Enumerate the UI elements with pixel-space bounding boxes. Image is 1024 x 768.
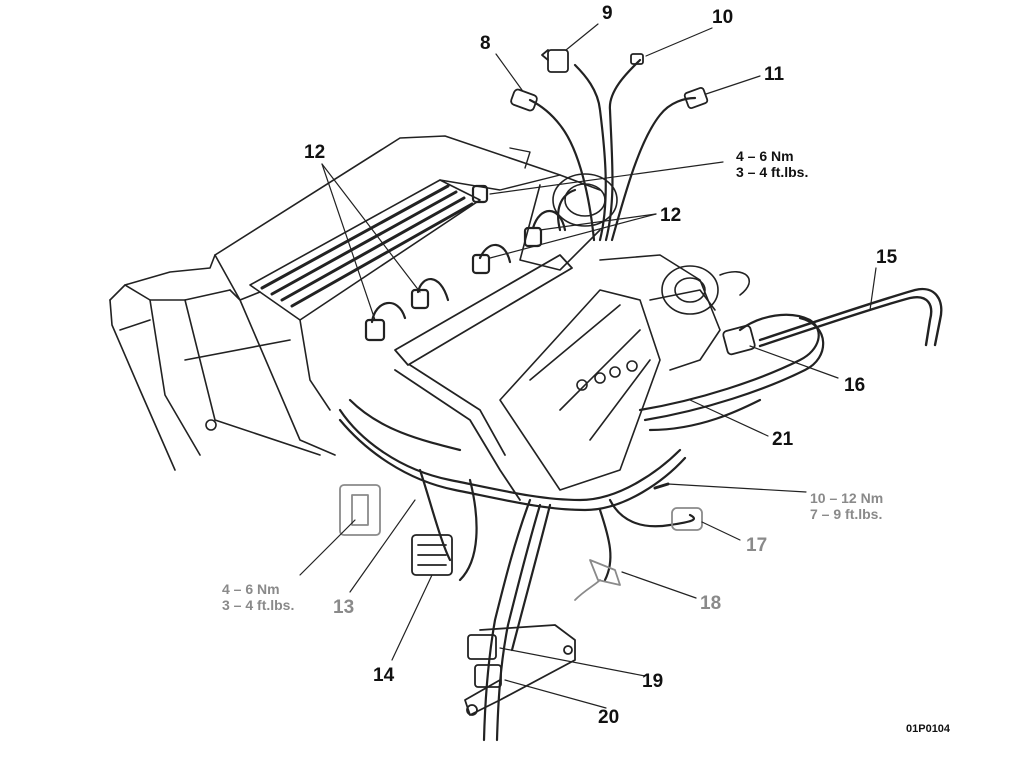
torque-metric: 4 – 6 Nm [736, 148, 794, 164]
callout-18: 18 [700, 593, 722, 614]
cam-cover [249, 147, 561, 411]
main-harness [338, 313, 825, 742]
upper-harness [528, 58, 697, 242]
torque-imperial: 7 – 9 ft.lbs. [810, 506, 883, 522]
torque-metric: 4 – 6 Nm [222, 581, 280, 597]
torque-spec-spark-plug: 4 – 6 Nm 3 – 4 ft.lbs. [736, 148, 808, 180]
upper-connectors [510, 49, 709, 112]
throttle-body [661, 265, 719, 315]
callout-13: 13 [333, 597, 355, 618]
callout-8: 8 [480, 33, 491, 54]
callout-12-left: 12 [304, 142, 326, 163]
engine-block [109, 135, 601, 471]
intake-manifold [499, 254, 751, 491]
figure-reference-code: 01P0104 [906, 723, 951, 735]
torque-spec-ground-bolt: 10 – 12 Nm 7 – 9 ft.lbs. [810, 490, 883, 522]
callout-15: 15 [876, 247, 898, 268]
callout-10: 10 [712, 7, 734, 28]
torque-imperial: 3 – 4 ft.lbs. [222, 597, 295, 613]
callout-16: 16 [844, 375, 866, 396]
callout-11: 11 [764, 64, 785, 85]
callout-20: 20 [598, 707, 620, 728]
leader-lines [299, 23, 877, 709]
fuel-rail [394, 254, 573, 501]
callout-17: 17 [746, 535, 768, 556]
torque-spec-sensor: 4 – 6 Nm 3 – 4 ft.lbs. [222, 581, 294, 613]
torque-imperial: 3 – 4 ft.lbs. [736, 164, 809, 180]
torque-metric: 10 – 12 Nm [810, 490, 884, 506]
callout-12-right: 12 [660, 205, 682, 226]
callout-19: 19 [642, 671, 664, 692]
callout-21: 21 [772, 429, 794, 450]
callout-14: 14 [373, 665, 395, 686]
harness-bracket [464, 624, 576, 716]
breather-hose [758, 287, 943, 348]
callout-9: 9 [602, 3, 613, 24]
